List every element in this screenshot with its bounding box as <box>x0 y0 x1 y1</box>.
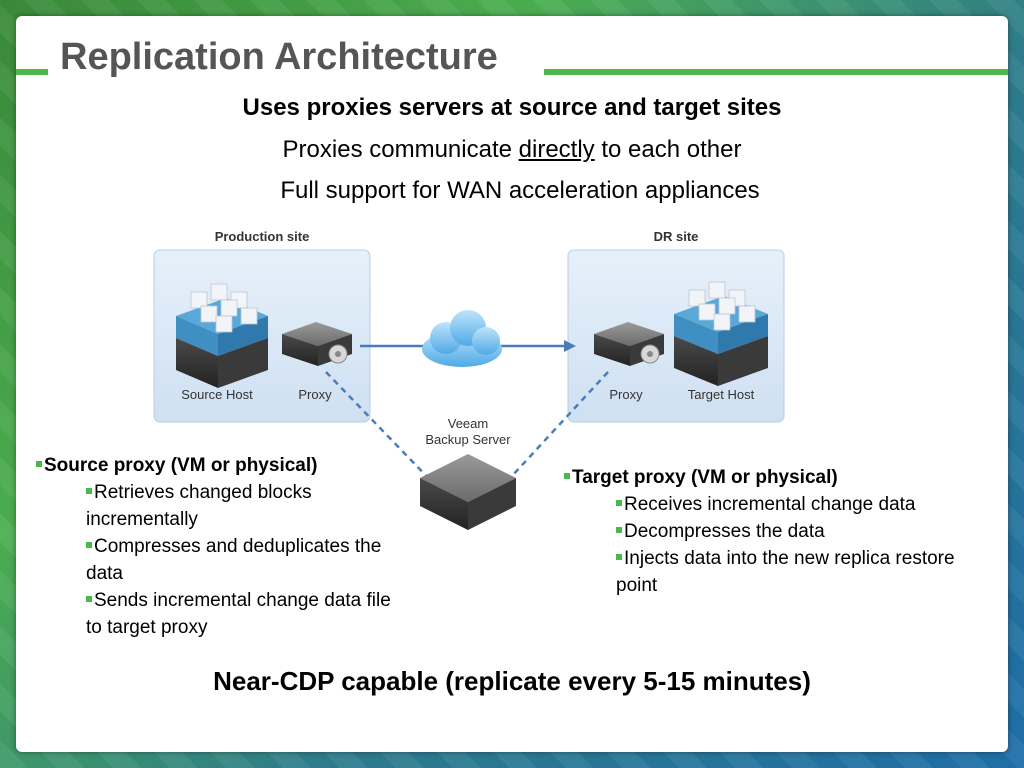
dashed-link-target <box>511 371 609 477</box>
target-proxy-heading-text: Target proxy (VM or physical) <box>572 467 838 488</box>
source-proxy-label: Proxy <box>298 387 332 402</box>
bullet-square-icon <box>616 554 622 560</box>
bullet-square-icon <box>616 500 622 506</box>
line2-prefix: Proxies communicate <box>282 136 519 163</box>
bullet-square-icon <box>616 527 622 533</box>
target-proxy-item-text: Decompresses the data <box>624 521 825 542</box>
source-host-label: Source Host <box>181 387 253 402</box>
target-proxy-item-text: Injects data into the new replica restor… <box>616 548 955 596</box>
bullet-square-icon <box>86 596 92 602</box>
line2-suffix: to each other <box>594 136 742 163</box>
target-proxy-heading: Target proxy (VM or physical) <box>564 464 984 491</box>
source-proxy-item: Compresses and deduplicates the data <box>36 533 396 587</box>
source-proxy-item-text: Retrieves changed blocks incrementally <box>86 482 312 530</box>
headline-bullet: Uses proxies servers at source and targe… <box>242 94 782 121</box>
source-proxy-item-text: Compresses and deduplicates the data <box>86 536 382 584</box>
communication-line: Proxies communicate directly to each oth… <box>16 136 1008 164</box>
wan-cloud-icon <box>422 310 502 367</box>
source-proxy-item-text: Sends incremental change data file to ta… <box>86 590 391 638</box>
source-proxy-heading: Source proxy (VM or physical) <box>36 452 396 479</box>
target-proxy-label: Proxy <box>609 387 643 402</box>
target-proxy-bullets: Target proxy (VM or physical) Receives i… <box>564 464 984 599</box>
title-accent-left <box>16 69 48 75</box>
target-proxy-item: Injects data into the new replica restor… <box>564 545 984 599</box>
replication-diagram: Production site DR site <box>153 229 785 530</box>
target-proxy-item: Decompresses the data <box>564 518 984 545</box>
production-site-label: Production site <box>215 229 310 244</box>
target-proxy-icon <box>594 322 664 366</box>
backup-server-label-2: Backup Server <box>425 432 511 447</box>
target-proxy-item-text: Receives incremental change data <box>624 494 916 515</box>
source-proxy-item: Sends incremental change data file to ta… <box>36 587 396 641</box>
source-proxy-heading-text: Source proxy (VM or physical) <box>44 455 318 476</box>
source-proxy-bullets: Source proxy (VM or physical) Retrieves … <box>36 452 396 641</box>
backup-server-label-1: Veeam <box>448 416 488 431</box>
near-cdp-footer: Near-CDP capable (replicate every 5-15 m… <box>213 666 811 696</box>
dashed-link-source <box>325 371 437 487</box>
bullet-square-icon <box>86 542 92 548</box>
line2-emphasis: directly <box>518 136 595 163</box>
source-proxy-icon <box>282 322 352 366</box>
source-proxy-item: Retrieves changed blocks incrementally <box>36 479 396 533</box>
bullet-square-icon <box>86 488 92 494</box>
bullet-square-icon <box>564 473 570 479</box>
target-host-icon <box>674 281 768 386</box>
wan-support-line: Full support for WAN acceleration applia… <box>280 177 760 204</box>
slide-title: Replication Architecture <box>60 36 498 78</box>
target-proxy-item: Receives incremental change data <box>564 491 984 518</box>
wan-arrow-head <box>564 340 576 352</box>
source-host-icon <box>176 283 268 388</box>
title-accent-right <box>544 69 1008 75</box>
slide: Replication Architecture Uses proxies se… <box>16 16 1008 752</box>
backup-server-icon <box>420 454 516 530</box>
dr-site-label: DR site <box>654 229 699 244</box>
target-host-label: Target Host <box>688 387 755 402</box>
bullet-square-icon <box>36 461 42 467</box>
